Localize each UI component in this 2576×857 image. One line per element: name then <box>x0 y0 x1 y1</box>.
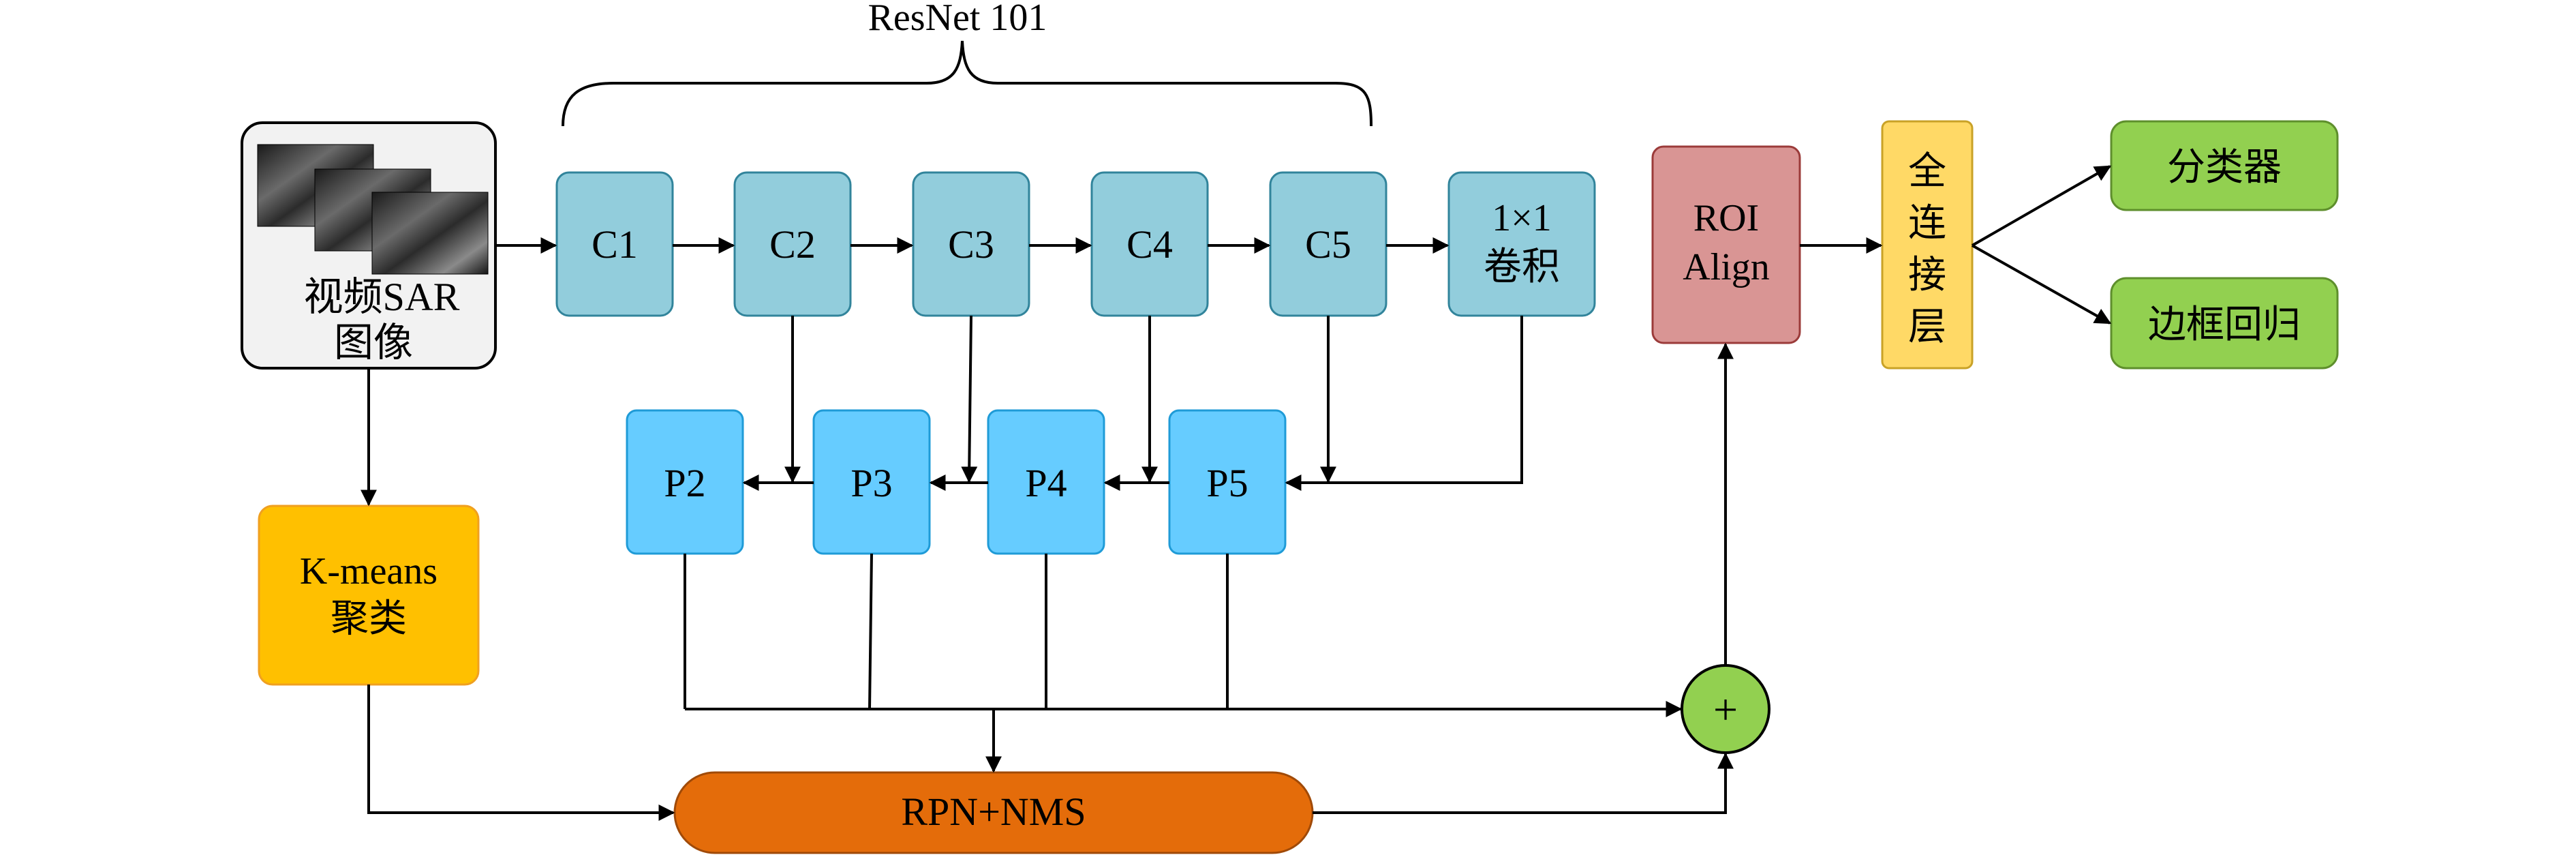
block-c3: C3 <box>912 171 1030 317</box>
svg-text:接: 接 <box>1908 254 1946 297</box>
arrow-fc-bbox <box>1972 244 2112 325</box>
svg-text:P3: P3 <box>850 461 892 505</box>
sum-node: + <box>1681 664 1770 754</box>
block-p3: P3 <box>812 409 931 555</box>
svg-text:卷积: 卷积 <box>1484 246 1560 288</box>
arrow-c3-down <box>961 315 978 483</box>
input-label-line2: 图像 <box>334 320 413 365</box>
input-sar-images: 视频SAR 图像 <box>241 121 497 370</box>
block-c4: C4 <box>1090 171 1209 317</box>
svg-text:边框回归: 边框回归 <box>2148 304 2301 346</box>
block-conv1x1: 1×1 卷积 <box>1447 171 1596 317</box>
svg-text:+: + <box>1713 685 1738 734</box>
input-label-line1: 视频SAR <box>304 275 460 319</box>
resnet-brace <box>562 40 1373 127</box>
svg-text:分类器: 分类器 <box>2167 147 2282 189</box>
svg-text:连: 连 <box>1908 202 1946 245</box>
block-fc-layer: 全 连 接 层 <box>1881 120 1974 370</box>
svg-text:P5: P5 <box>1206 461 1248 505</box>
svg-text:Align: Align <box>1683 246 1770 288</box>
svg-text:C2: C2 <box>769 222 816 267</box>
svg-text:P2: P2 <box>664 461 705 505</box>
svg-text:ROI: ROI <box>1693 197 1759 239</box>
block-kmeans: K-means 聚类 <box>258 505 480 686</box>
arrow-fc-classifier <box>1972 165 2112 247</box>
arrow-kmeans-rpn <box>367 685 675 821</box>
svg-text:C5: C5 <box>1305 222 1351 267</box>
block-c5: C5 <box>1269 171 1387 317</box>
svg-text:K-means: K-means <box>300 550 438 592</box>
svg-text:C1: C1 <box>592 222 638 267</box>
block-roi-align: ROI Align <box>1651 145 1801 344</box>
svg-text:RPN+NMS: RPN+NMS <box>901 790 1086 834</box>
block-p2: P2 <box>626 409 744 555</box>
svg-text:聚类: 聚类 <box>331 598 407 640</box>
svg-text:C3: C3 <box>948 222 994 267</box>
block-p5: P5 <box>1168 409 1287 555</box>
connectors <box>361 165 2112 821</box>
output-bbox-regression: 边框回归 <box>2110 277 2339 370</box>
arrow-conv-p5 <box>1285 316 1523 491</box>
svg-text:全: 全 <box>1908 151 1946 193</box>
block-c1: C1 <box>555 171 674 317</box>
block-p4: P4 <box>987 409 1105 555</box>
svg-text:1×1: 1×1 <box>1492 197 1552 239</box>
resnet-title: ResNet 101 <box>868 0 1047 39</box>
block-rpn-nms: RPN+NMS <box>673 771 1314 854</box>
output-classifier: 分类器 <box>2110 120 2339 211</box>
svg-text:C4: C4 <box>1126 222 1173 267</box>
sar-frame-3 <box>371 192 489 275</box>
line-p3-bus <box>868 553 873 710</box>
svg-text:层: 层 <box>1908 306 1946 348</box>
block-c2: C2 <box>733 171 852 317</box>
svg-text:P4: P4 <box>1025 461 1067 505</box>
arrow-rpn-sum <box>1313 752 1734 814</box>
